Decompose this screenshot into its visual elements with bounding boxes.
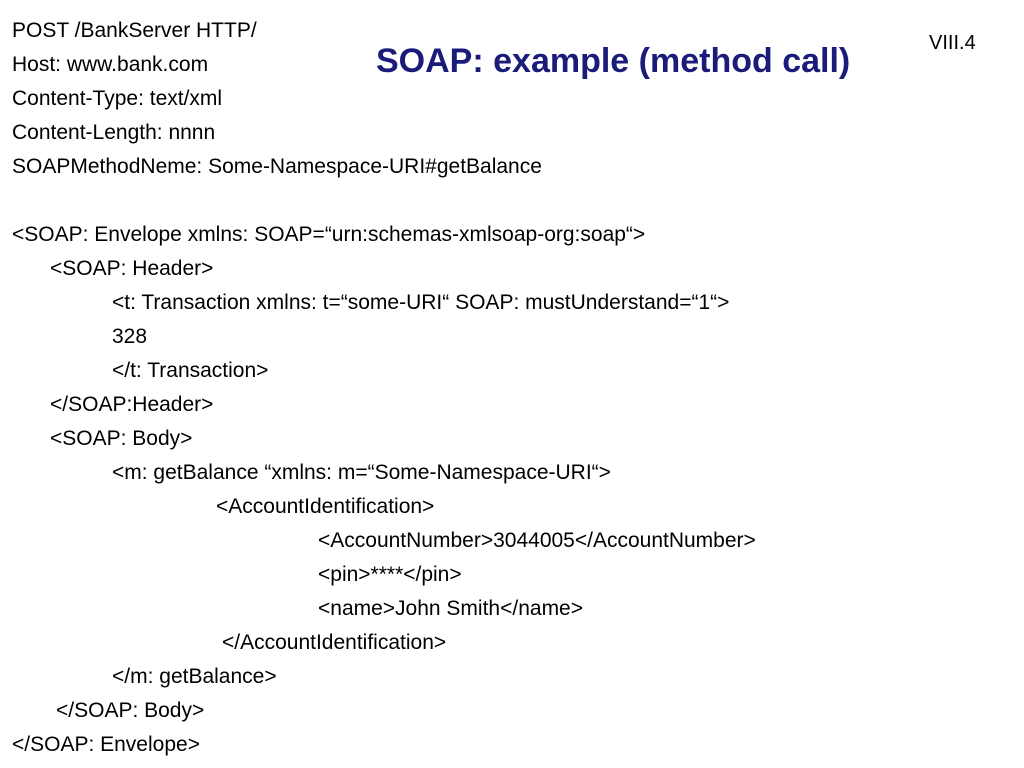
code-line-header-close: </SOAP:Header>: [50, 393, 214, 416]
code-line-http-post: POST /BankServer HTTP/: [12, 19, 257, 42]
code-line-account-number: <AccountNumber>3044005</AccountNumber>: [318, 529, 756, 552]
code-line-body-open: <SOAP: Body>: [50, 427, 193, 450]
code-line-header-open: <SOAP: Header>: [50, 257, 214, 280]
code-line-pin: <pin>****</pin>: [318, 563, 462, 586]
code-line-accountid-open: <AccountIdentification>: [216, 495, 435, 518]
slide-number: VIII.4: [929, 32, 976, 54]
code-line-getbalance-open: <m: getBalance “xmlns: m=“Some-Namespace…: [112, 461, 611, 484]
code-line-envelope-open: <SOAP: Envelope xmlns: SOAP=“urn:schemas…: [12, 223, 646, 246]
code-line-content-type: Content-Type: text/xml: [12, 87, 223, 110]
code-line-transaction-value: 328: [112, 325, 148, 348]
slide-title: SOAP: example (method call): [376, 42, 851, 80]
code-line-content-length: Content-Length: nnnn: [12, 121, 216, 144]
code-line-accountid-close: </AccountIdentification>: [222, 631, 447, 654]
code-line-envelope-close: </SOAP: Envelope>: [12, 733, 200, 756]
code-line-transaction-close: </t: Transaction>: [112, 359, 269, 382]
code-line-soap-method-name: SOAPMethodNeme: Some-Namespace-URI#getBa…: [12, 155, 542, 178]
code-line-body-close: </SOAP: Body>: [56, 699, 205, 722]
code-line-getbalance-close: </m: getBalance>: [112, 665, 277, 688]
code-line-transaction-open: <t: Transaction xmlns: t=“some-URI“ SOAP…: [112, 291, 730, 314]
code-line-name: <name>John Smith</name>: [318, 597, 584, 620]
code-line-host: Host: www.bank.com: [12, 53, 209, 76]
